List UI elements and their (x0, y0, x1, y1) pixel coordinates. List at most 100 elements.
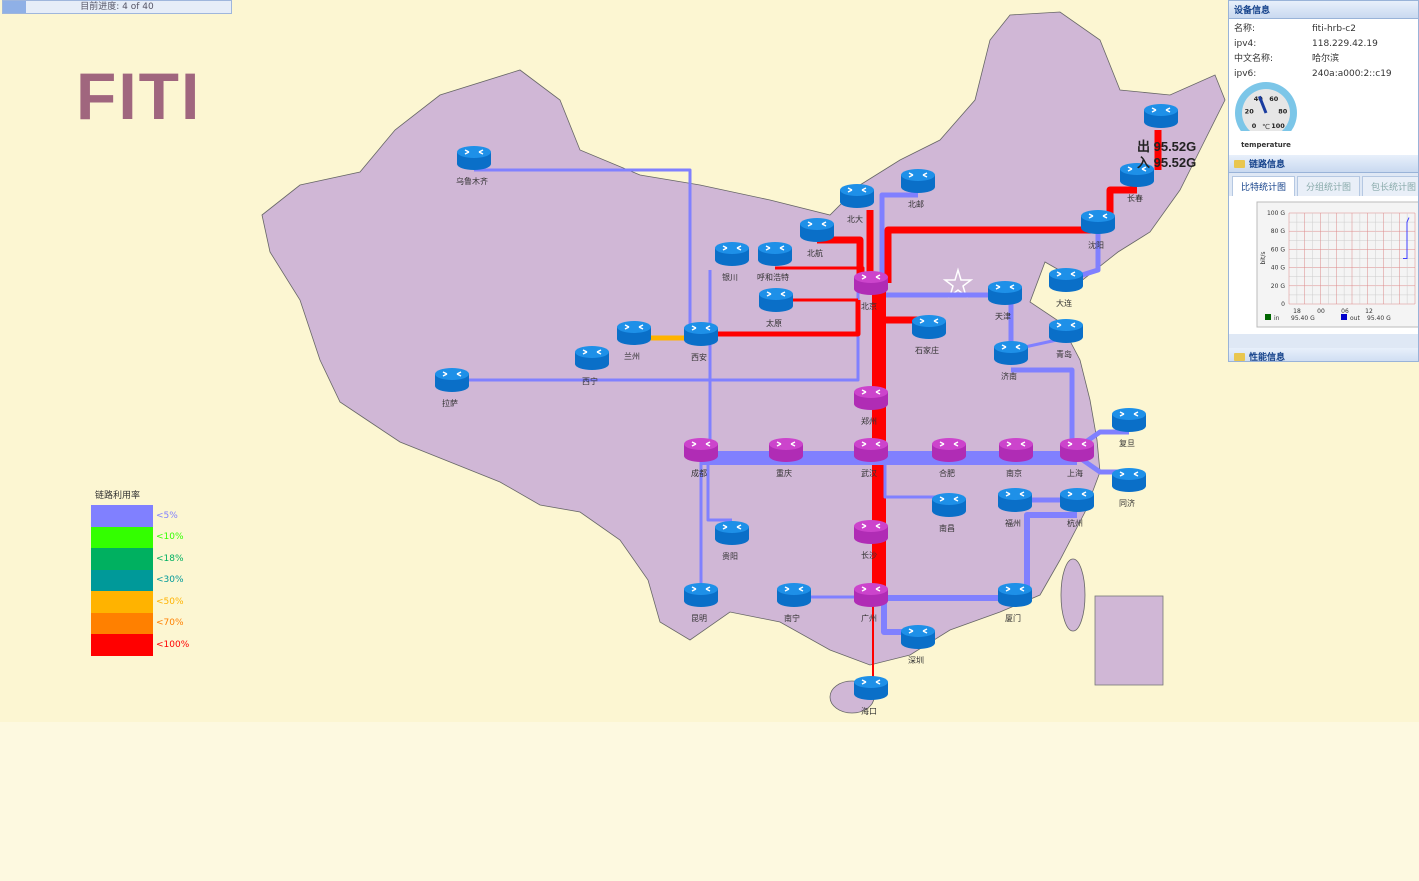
router-北京[interactable]: 北京 (854, 271, 888, 311)
router-西安[interactable]: 西安 (684, 322, 718, 362)
link-北邮-北京[interactable] (879, 192, 918, 283)
router-西宁[interactable]: 西宁 (575, 346, 609, 386)
router-天津[interactable]: 天津 (988, 281, 1022, 321)
y-tick: 60 G (1271, 246, 1286, 253)
router-广州[interactable]: 广州 (854, 583, 888, 623)
legend-swatch (91, 634, 153, 656)
router-济南[interactable]: 济南 (994, 341, 1028, 381)
router-昆明[interactable]: 昆明 (684, 583, 718, 623)
legend-item: <50% (91, 591, 189, 613)
city-label: 西宁 (582, 376, 598, 386)
city-label: 厦门 (1005, 613, 1021, 623)
legend-swatch (1265, 314, 1271, 320)
router-北航[interactable]: 北航 (800, 218, 834, 258)
gauge-tick: 20 (1245, 107, 1255, 115)
legend-swatch (91, 612, 153, 634)
legend-label: <5% (156, 510, 178, 521)
city-label: 长春 (1127, 193, 1143, 203)
device-info-row: ipv4:118.229.42.19 (1234, 37, 1413, 52)
router-复旦[interactable]: 复旦 (1112, 408, 1146, 448)
router-南宁[interactable]: 南宁 (777, 583, 811, 623)
router-node[interactable] (1144, 104, 1178, 128)
device-info-row: ipv6:240a:a000:2::c19 (1234, 67, 1413, 82)
router-合肥[interactable]: 合肥 (932, 438, 966, 478)
info-value: 哈尔滨 (1312, 54, 1340, 64)
city-label: 青岛 (1056, 349, 1072, 359)
city-label: 太原 (766, 318, 782, 328)
router-同济[interactable]: 同济 (1112, 468, 1146, 508)
router-大连[interactable]: 大连 (1049, 268, 1083, 308)
router-南京[interactable]: 南京 (999, 438, 1033, 478)
router-太原[interactable]: 太原 (759, 288, 793, 328)
x-tick: 00 (1317, 308, 1325, 315)
legend-label: <30% (156, 575, 184, 586)
router-贵阳[interactable]: 贵阳 (715, 521, 749, 561)
series-name: out (1350, 315, 1360, 322)
router-长沙[interactable]: 长沙 (854, 520, 888, 560)
city-label: 石家庄 (915, 345, 939, 355)
city-label: 西安 (691, 352, 707, 362)
info-key: ipv4: (1234, 39, 1257, 49)
city-label: 大连 (1056, 298, 1072, 308)
x-tick: 06 (1341, 308, 1349, 315)
link-西安-北京[interactable] (701, 300, 861, 337)
link-info-header[interactable]: 链路信息 (1229, 155, 1418, 173)
gauge-needle (1257, 95, 1268, 114)
tab-0[interactable]: 比特统计图 (1232, 176, 1296, 196)
router-石家庄[interactable]: 石家庄 (912, 315, 946, 355)
city-label: 南宁 (784, 613, 800, 623)
city-label: 郑州 (861, 416, 877, 426)
router-南昌[interactable]: 南昌 (932, 493, 966, 533)
router-乌鲁木齐[interactable]: 乌鲁木齐 (456, 146, 491, 186)
router-拉萨[interactable]: 拉萨 (435, 368, 469, 408)
traffic-in: 入 95.52G (1137, 155, 1197, 170)
city-label: 复旦 (1119, 438, 1135, 448)
legend-swatch (91, 548, 153, 570)
perf-info-header[interactable]: 性能信息 (1229, 348, 1418, 361)
router-长春[interactable]: 长春 (1120, 163, 1154, 203)
router-福州[interactable]: 福州 (998, 488, 1032, 528)
router-厦门[interactable]: 厦门 (998, 583, 1032, 623)
series-name: in (1274, 315, 1280, 322)
legend-label: <50% (156, 596, 184, 607)
link-杭州-厦门[interactable] (1024, 512, 1077, 595)
router-成都[interactable]: 成都 (684, 438, 718, 478)
router-北邮[interactable]: 北邮 (901, 169, 935, 209)
link-成都-贵阳[interactable] (706, 450, 732, 522)
router-沈阳[interactable]: 沈阳 (1081, 210, 1115, 250)
router-兰州[interactable]: 兰州 (617, 321, 651, 361)
legend-label: <70% (156, 618, 184, 629)
router-上海[interactable]: 上海 (1060, 438, 1094, 478)
router-青岛[interactable]: 青岛 (1049, 319, 1083, 359)
device-info-title: 设备信息 (1234, 6, 1271, 16)
city-label: 广州 (861, 613, 877, 623)
router-呼和浩特[interactable]: 呼和浩特 (757, 242, 792, 282)
city-label: 拉萨 (442, 398, 458, 408)
router-武汉[interactable]: 武汉 (854, 438, 888, 478)
fiti-logo: FITI (76, 59, 202, 133)
link-乌鲁木齐-西安[interactable] (474, 168, 692, 334)
router-杭州[interactable]: 杭州 (1060, 488, 1094, 528)
y-tick: 40 G (1271, 265, 1286, 272)
device-info-row: 名称:fiti-hrb-c2 (1234, 22, 1413, 37)
link-济南-上海[interactable] (1011, 367, 1075, 450)
router-银川[interactable]: 银川 (715, 242, 749, 282)
tab-2[interactable]: 包长统计图 (1362, 176, 1418, 196)
router-海口[interactable]: 海口 (854, 676, 888, 716)
link-北京-沈阳[interactable] (884, 226, 1098, 283)
city-label: 南京 (1006, 468, 1022, 478)
city-label: 成都 (691, 468, 707, 478)
city-label: 北京 (861, 301, 877, 311)
router-深圳[interactable]: 深圳 (901, 625, 935, 665)
link-武汉-南昌[interactable] (883, 450, 949, 499)
y-tick: 20 G (1271, 283, 1286, 290)
router-重庆[interactable]: 重庆 (769, 438, 803, 478)
router-郑州[interactable]: 郑州 (854, 386, 888, 426)
city-label: 沈阳 (1088, 240, 1104, 250)
router-北大[interactable]: 北大 (840, 184, 874, 224)
y-tick: 80 G (1271, 228, 1286, 235)
city-label: 乌鲁木齐 (456, 176, 488, 186)
link-北航-北京[interactable] (817, 236, 864, 283)
device-info-header[interactable]: 设备信息 (1229, 1, 1418, 19)
tab-1[interactable]: 分组统计图 (1297, 176, 1361, 196)
